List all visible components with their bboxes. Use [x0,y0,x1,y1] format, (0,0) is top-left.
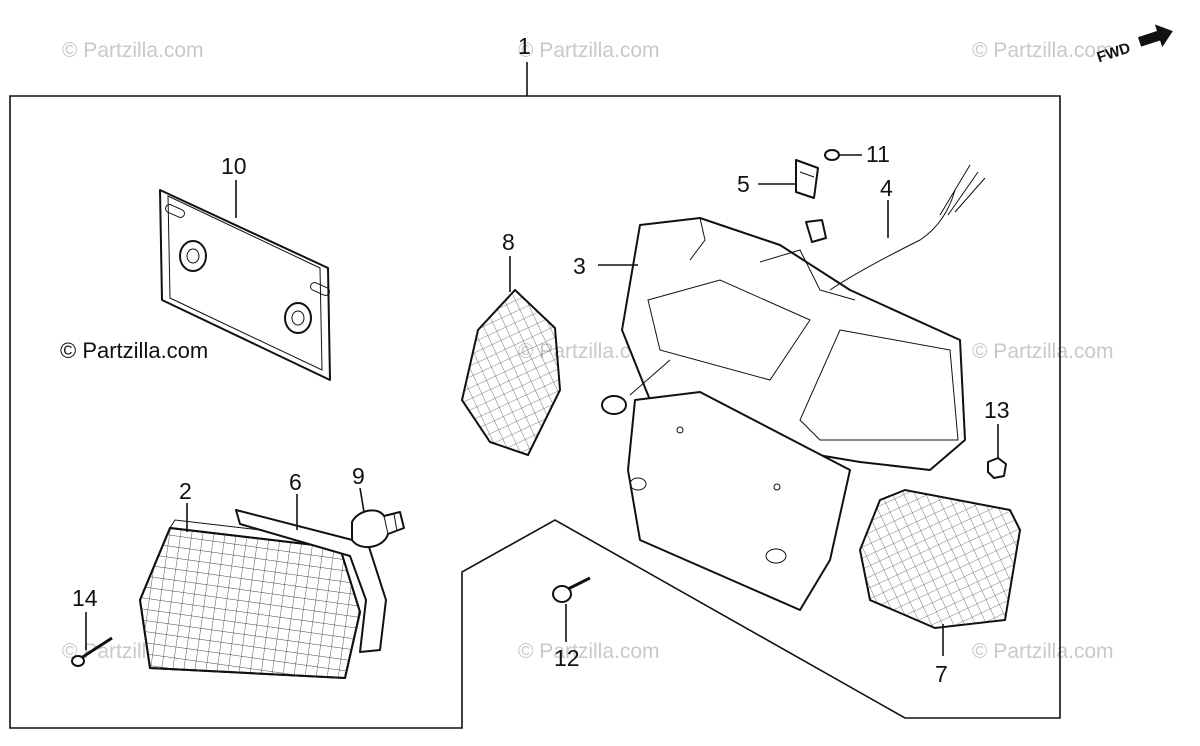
right-turn-lens [858,488,1022,630]
callout-9: 9 [352,463,365,489]
bolt [552,576,591,603]
screw [71,636,113,667]
callout-12: 12 [554,645,580,671]
callout-6: 6 [289,469,302,495]
watermark: © Partzilla.com [518,39,660,62]
watermark: © Partzilla.com [518,640,660,663]
callout-8: 8 [502,229,515,255]
callout-14: 14 [72,585,98,611]
callout-10: 10 [221,153,247,179]
assembly-boundary [9,95,1061,729]
gasket [235,509,387,653]
callout-1: 1 [518,33,531,59]
washer [824,149,840,161]
tail-lens [138,519,362,680]
arrow-icon [1137,24,1173,48]
callout-3: 3 [573,253,586,279]
watermark: © Partzilla.com [972,340,1114,363]
callout-13: 13 [984,397,1010,423]
watermark: © Partzilla.com [972,39,1114,62]
callout-4: 4 [880,175,893,201]
clip [795,159,819,199]
bulb [351,509,405,549]
leader-line [359,487,365,513]
callout-11: 11 [866,141,890,167]
watermark-dark: © Partzilla.com [60,338,208,363]
callout-2: 2 [179,478,192,504]
watermark: © Partzilla.com [972,640,1114,663]
left-turn-lens [460,288,562,457]
nut [987,457,1007,479]
callout-7: 7 [935,661,948,687]
callouts: 1 2 3 4 5 6 7 8 9 10 11 12 13 14 [72,33,1010,687]
wire-harness [601,164,986,415]
callout-5: 5 [737,171,750,197]
license-plate-bracket [159,189,331,381]
clip-bracket [805,219,827,243]
license-mount-plate [627,391,851,611]
watermark: © Partzilla.com [62,39,204,62]
